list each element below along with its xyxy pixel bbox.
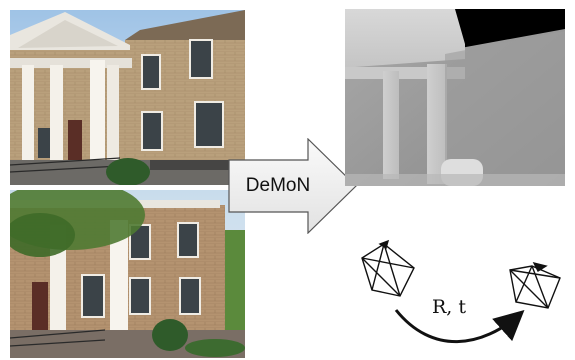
input-image-1 <box>10 10 245 185</box>
motion-label: R, t <box>432 296 467 318</box>
network-label: DeMoN <box>245 175 311 196</box>
input-image-2 <box>10 190 245 358</box>
output-depth-map <box>345 9 565 186</box>
motion-arrow <box>394 309 525 344</box>
building-photo-icon <box>10 10 245 185</box>
depth-map-icon <box>345 9 565 186</box>
block-arrow-shape <box>228 138 357 234</box>
building-photo-icon <box>10 190 245 358</box>
camera-frustum-icon-2 <box>509 261 561 309</box>
camera-frustum-icon-1 <box>361 239 415 297</box>
camera-pose-diagram <box>361 239 561 344</box>
demon-network-arrow: DeMoN <box>228 138 358 234</box>
